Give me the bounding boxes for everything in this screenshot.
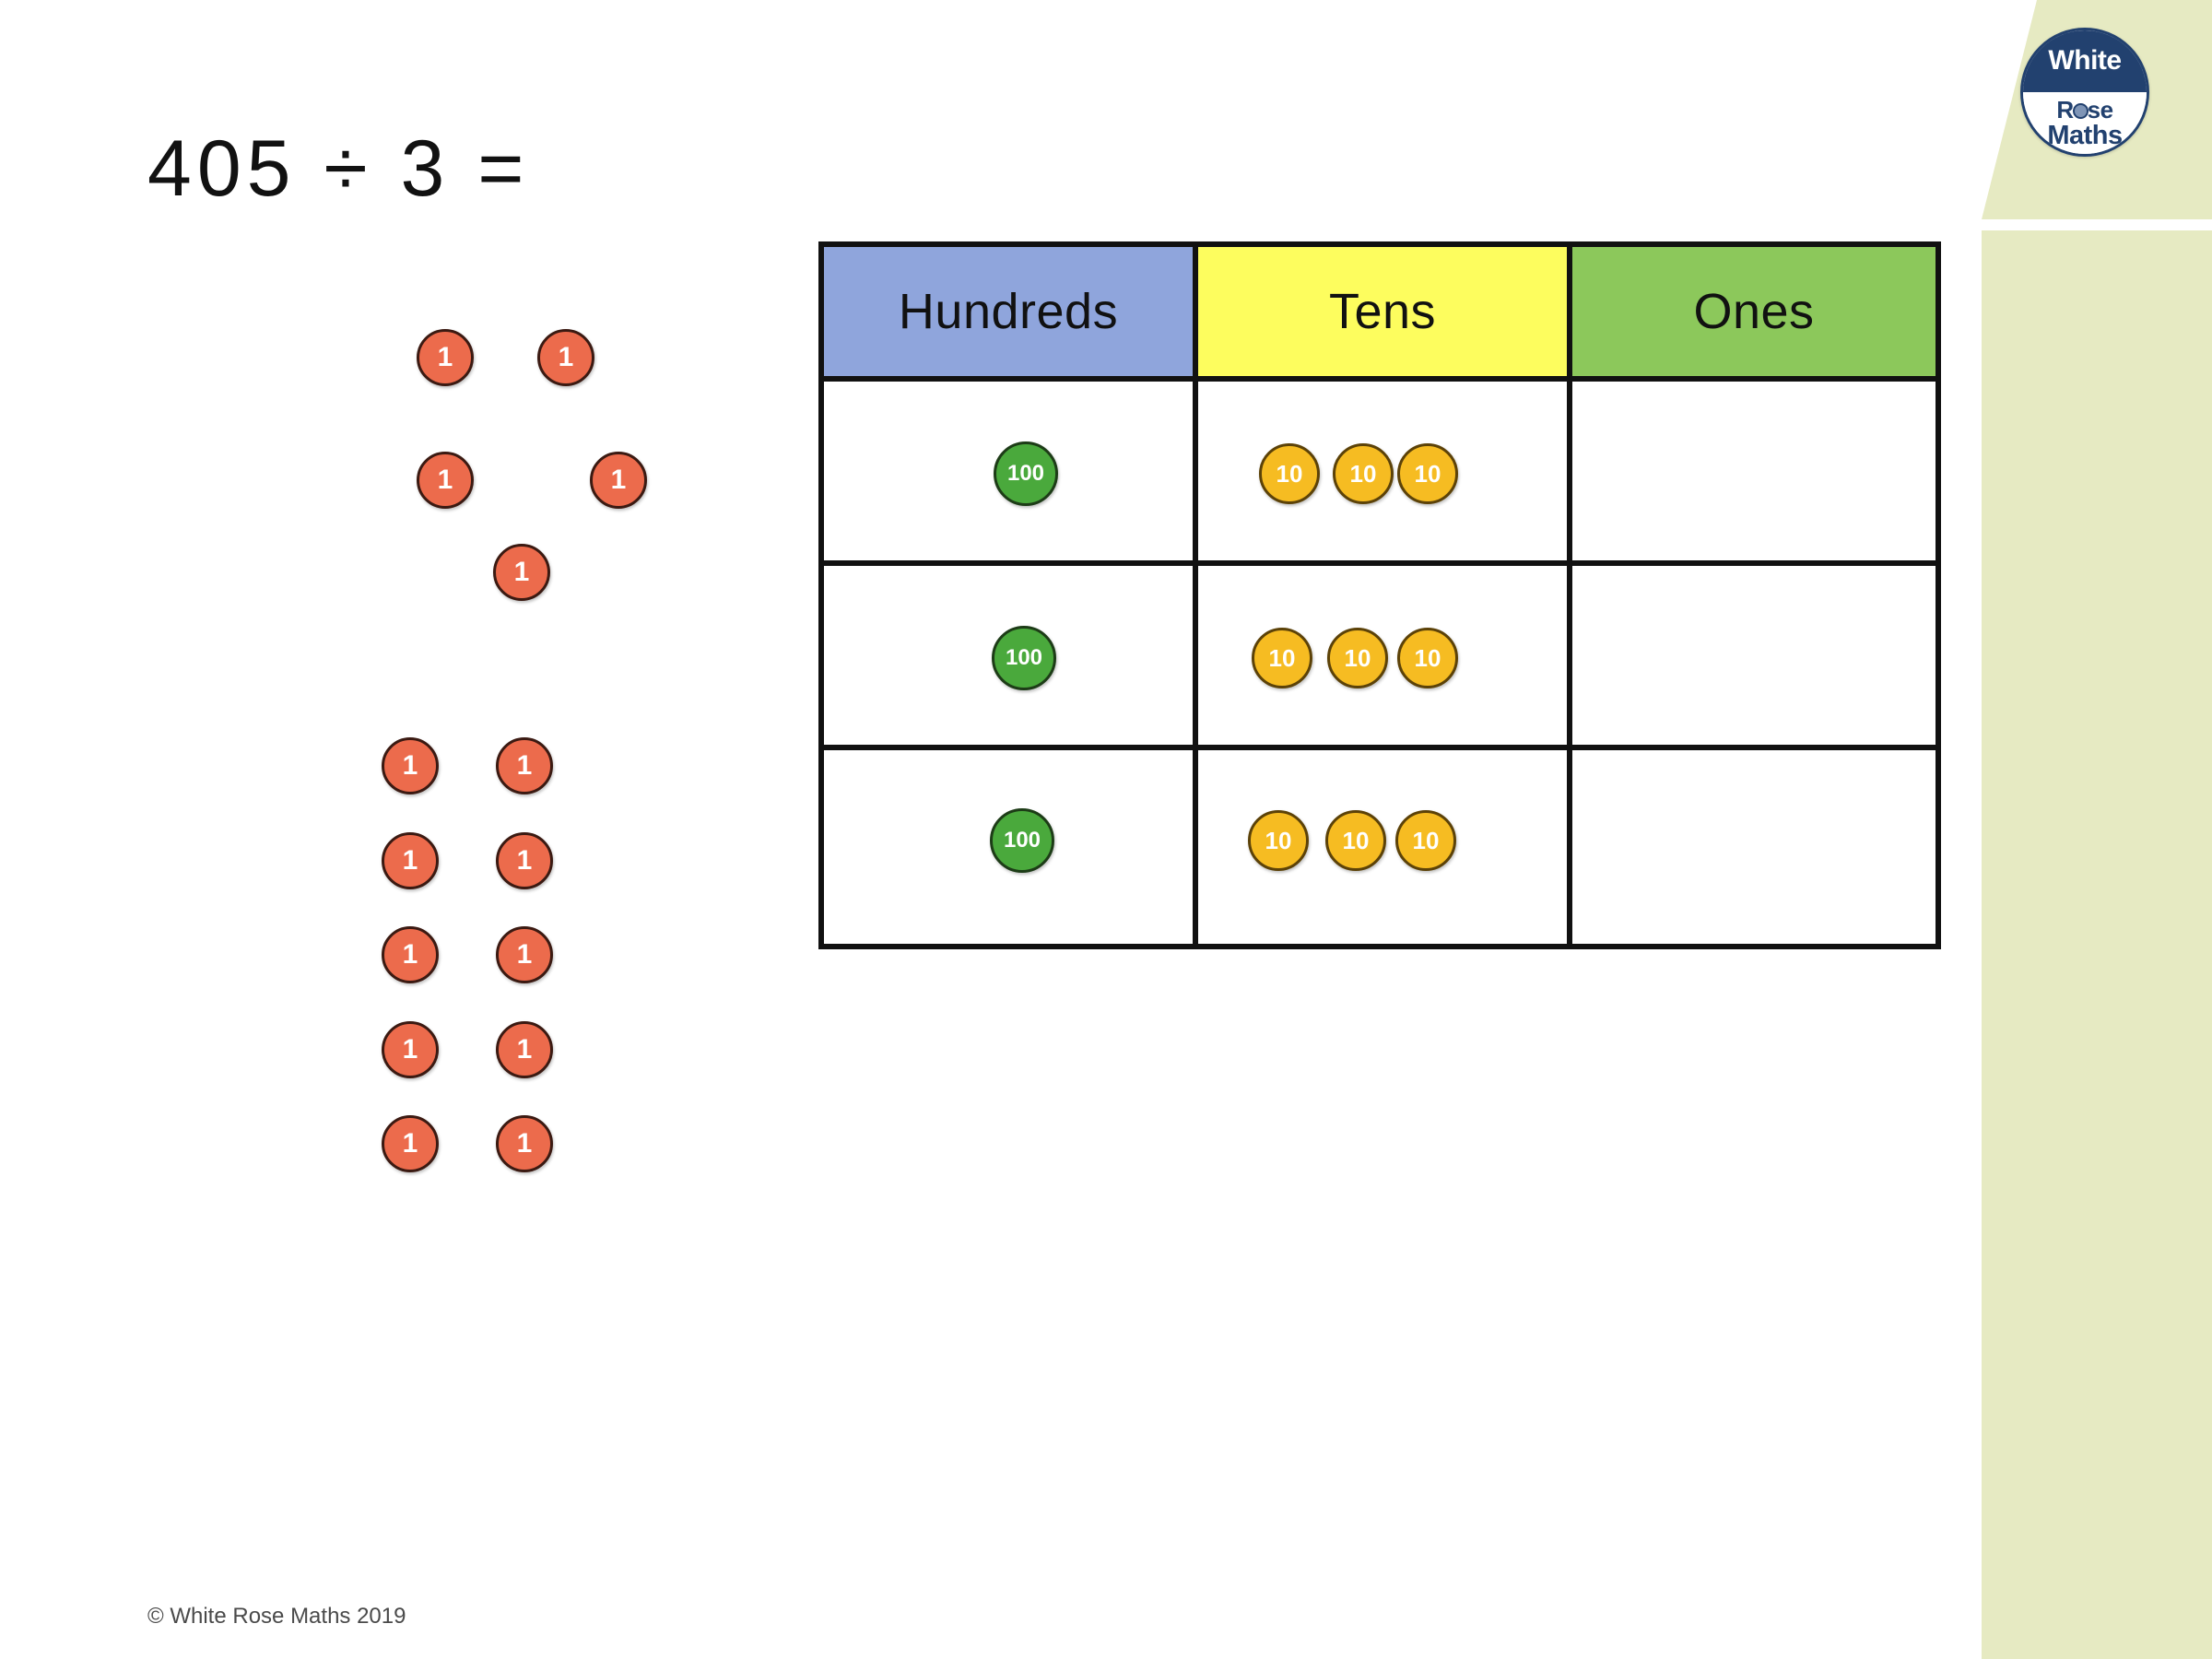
- logo-line-maths: Maths: [2047, 120, 2123, 150]
- logo-rose-se: se: [2087, 96, 2113, 124]
- table-header-row: Hundreds Tens Ones: [824, 247, 1936, 382]
- counter-one[interactable]: 1: [493, 544, 550, 601]
- band-bottom-section: [1982, 230, 2212, 1659]
- counter-one[interactable]: 1: [496, 1021, 553, 1078]
- header-label-hundreds: Hundreds: [898, 284, 1119, 339]
- counter-ten[interactable]: 10: [1397, 628, 1458, 688]
- page-title: 405 ÷ 3 =: [147, 124, 530, 213]
- cell-hundreds[interactable]: 100: [824, 750, 1198, 944]
- logo-line-white: White: [2048, 44, 2122, 76]
- counter-ten[interactable]: 10: [1397, 443, 1458, 504]
- counter-one[interactable]: 1: [537, 329, 594, 386]
- counter-one[interactable]: 1: [496, 926, 553, 983]
- counter-slot: 100: [824, 750, 1193, 944]
- counter-hundred[interactable]: 100: [992, 626, 1056, 690]
- counter-one[interactable]: 1: [417, 329, 474, 386]
- counter-one[interactable]: 1: [382, 832, 439, 889]
- counter-ten[interactable]: 10: [1395, 810, 1456, 871]
- header-label-tens: Tens: [1328, 284, 1437, 339]
- rose-icon: [2072, 103, 2088, 120]
- counter-one[interactable]: 1: [382, 737, 439, 794]
- counter-slot: 100: [824, 382, 1193, 560]
- counter-slot: [1572, 750, 1936, 944]
- cell-hundreds[interactable]: 100: [824, 382, 1198, 560]
- header-cell-hundreds: Hundreds: [824, 247, 1198, 376]
- logo-rose-r: R: [2056, 96, 2074, 124]
- counter-one[interactable]: 1: [496, 737, 553, 794]
- cell-ones[interactable]: [1572, 750, 1936, 944]
- counter-hundred[interactable]: 100: [994, 441, 1058, 506]
- counter-one[interactable]: 1: [382, 1115, 439, 1172]
- cell-hundreds[interactable]: 100: [824, 566, 1198, 745]
- cell-ones[interactable]: [1572, 382, 1936, 560]
- counter-one[interactable]: 1: [382, 926, 439, 983]
- copyright-footer: © White Rose Maths 2019: [147, 1604, 406, 1629]
- counter-one[interactable]: 1: [590, 452, 647, 509]
- counter-slot: [1572, 566, 1936, 745]
- header-cell-tens: Tens: [1198, 247, 1572, 376]
- counter-one[interactable]: 1: [496, 1115, 553, 1172]
- counter-one[interactable]: 1: [496, 832, 553, 889]
- counter-one[interactable]: 1: [417, 452, 474, 509]
- counter-ten[interactable]: 10: [1333, 443, 1394, 504]
- decorative-band: [1982, 0, 2212, 1659]
- counter-ten[interactable]: 10: [1248, 810, 1309, 871]
- counter-hundred[interactable]: 100: [990, 808, 1054, 873]
- counter-slot: [1572, 382, 1936, 560]
- cell-ones[interactable]: [1572, 566, 1936, 745]
- counter-ten[interactable]: 10: [1259, 443, 1320, 504]
- counter-ten[interactable]: 10: [1325, 810, 1386, 871]
- counter-ten[interactable]: 10: [1327, 628, 1388, 688]
- counter-slot: 100: [824, 566, 1193, 745]
- header-label-ones: Ones: [1693, 284, 1815, 339]
- counter-ten[interactable]: 10: [1252, 628, 1312, 688]
- header-cell-ones: Ones: [1572, 247, 1936, 376]
- logo-top-half: White: [2023, 30, 2147, 92]
- counter-one[interactable]: 1: [382, 1021, 439, 1078]
